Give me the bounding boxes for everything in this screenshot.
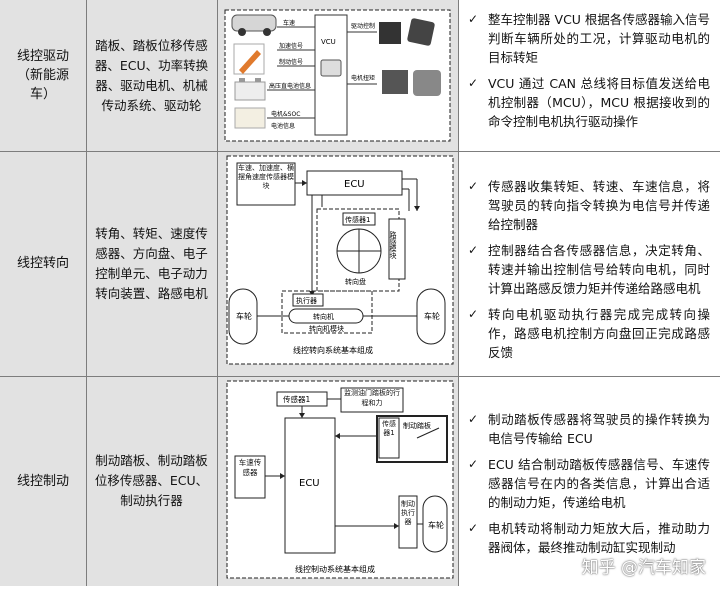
label-tire: 车轮 <box>428 520 444 530</box>
row-components: 制动踏板、制动踏板位移传感器、ECU、制动执行器 <box>86 376 217 586</box>
divider <box>0 376 720 377</box>
bullet-item: ✓ 转向电机驱动执行器完成完成转向操作，路感电机控制方向盘回正完成路感反馈 <box>468 305 710 362</box>
label-sensor1: 传感器1 <box>283 394 310 404</box>
label-pedal-sensor: 传感器1 <box>382 420 396 437</box>
drive-diagram: 车速 加速信号 制动信号 高压直电池信息 电机&SOC 电池信息 VCU 驱动控… <box>224 9 451 142</box>
bullet-item: ✓ 传感器收集转矩、转速、车速信息，将驾驶员的转向指令转换为电信号并传递给控制器 <box>468 177 710 234</box>
bullet-text: ECU 结合制动踏板传感器信号、车速传感器信号在内的各类信息，计算出合适的制动力… <box>488 457 710 510</box>
row-components-text: 制动踏板、制动踏板位移传感器、ECU、制动执行器 <box>94 453 209 508</box>
check-icon: ✓ <box>468 521 479 535</box>
label-ecu: ECU <box>299 478 320 489</box>
pedal-image <box>233 43 265 75</box>
label-steer-module: 转向机模块 <box>309 324 344 333</box>
check-icon: ✓ <box>468 179 479 193</box>
row-name-text: 线控制动 <box>16 473 69 489</box>
label-drive-ctrl: 驱动控制 <box>351 22 375 30</box>
row-name-text: 线控驱动（新能源车） <box>16 49 69 102</box>
vcu-unit-image <box>320 59 342 77</box>
label-sensor-box: 车速、加速度、横摆角速度传感器模块 <box>238 164 294 190</box>
label-monitor: 监测油门踏板的行程和力 <box>344 389 400 407</box>
label-speed-sensor: 车速传感器 <box>238 458 262 477</box>
label-caption: 线控转向系统基本组成 <box>293 345 373 355</box>
row-description: ✓传感器收集转矩、转速、车速信息，将驾驶员的转向指令转换为电信号并传递给控制器 … <box>458 151 720 376</box>
label-hv: 高压直电池信息 <box>269 82 311 90</box>
label-wheel: 转向盘 <box>345 277 366 286</box>
row-diagram: 车速 加速信号 制动信号 高压直电池信息 电机&SOC 电池信息 VCU 驱动控… <box>217 0 458 151</box>
row-components-text: 转角、转矩、速度传感器、方向盘、电子控制单元、电子动力转向装置、路感电机 <box>95 225 208 301</box>
label-accel: 加速信号 <box>279 42 303 50</box>
bullet-text: VCU 通过 CAN 总线将目标值发送给电机控制器（MCU），MCU 根据接收到… <box>488 76 710 129</box>
row-components: 转角、转矩、速度传感器、方向盘、电子控制单元、电子动力转向装置、路感电机 <box>86 151 217 376</box>
row-diagram: 车速、加速度、横摆角速度传感器模块 ECU 传感器1 转向盘 路感模块 <box>217 151 458 376</box>
row-name: 线控转向 <box>0 151 86 376</box>
bullet-item: ✓ 制动踏板传感器将驾驶员的操作转换为电信号传输给 ECU <box>468 410 710 448</box>
divider <box>0 151 720 152</box>
bullet-text: 制动踏板传感器将驾驶员的操作转换为电信号传输给 ECU <box>488 412 710 446</box>
label-battery: 电池信息 <box>271 122 295 130</box>
brake-diagram: 传感器1 监测油门踏板的行程和力 ECU 车速传感器 传感器1 制动踏板 制动执… <box>226 380 454 579</box>
bullet-text: 转向电机驱动执行器完成完成转向操作，路感电机控制方向盘回正完成路感反馈 <box>488 307 710 360</box>
label-tire-right: 车轮 <box>424 311 440 321</box>
bullet-item: ✓ ECU 结合制动踏板传感器信号、车速传感器信号在内的各类信息，计算出合适的制动… <box>468 455 710 512</box>
divider <box>217 0 218 586</box>
bullet-item: ✓ VCU 通过 CAN 总线将目标值发送给电机控制器（MCU），MCU 根据接收… <box>468 74 710 131</box>
label-speed: 车速 <box>283 19 295 27</box>
label-steer-motor: 转向机 <box>313 312 334 321</box>
bullet-text: 控制器结合各传感器信息，决定转角、转速并输出控制信号给转向电机，同时计算出路感反… <box>488 243 710 296</box>
label-ecu: ECU <box>344 179 365 190</box>
row-description: ✓ 整车控制器 VCU 根据各传感器输入信号判断车辆所处的工况，计算驱动电机的目标… <box>458 0 720 151</box>
label-actuator: 制动执行器 <box>401 500 415 526</box>
divider <box>458 0 459 586</box>
label-motor-brake: 电机扭矩 <box>351 74 375 82</box>
label-feel-module: 路感模块 <box>389 230 397 260</box>
bullet-text: 整车控制器 VCU 根据各传感器输入信号判断车辆所处的工况，计算驱动电机的目标转… <box>488 12 710 65</box>
check-icon: ✓ <box>468 12 479 26</box>
row-description: ✓ 制动踏板传感器将驾驶员的操作转换为电信号传输给 ECU ✓ ECU 结合制动踏板… <box>458 376 720 586</box>
cell-image <box>234 107 266 129</box>
check-icon: ✓ <box>468 412 479 426</box>
label-actuator: 执行器 <box>296 296 317 305</box>
bullet-item: ✓ 电机转动将制动力矩放大后，推动助力器阀体，最终推动制动缸实现制动 <box>468 519 710 557</box>
row-name: 线控驱动（新能源车） <box>0 0 86 151</box>
check-icon: ✓ <box>468 457 479 471</box>
label-motor-soc: 电机&SOC <box>271 110 300 118</box>
tire-icon <box>422 495 448 553</box>
car-image <box>231 14 277 36</box>
label-sensor1: 传感器1 <box>345 215 370 224</box>
bullet-item: ✓ 整车控制器 VCU 根据各传感器输入信号判断车辆所处的工况，计算驱动电机的目标… <box>468 10 710 67</box>
label-pedal: 制动踏板 <box>403 421 431 430</box>
watermark: 知乎 @汽车知家 <box>581 558 706 578</box>
bullet-text: 电机转动将制动力矩放大后，推动助力器阀体，最终推动制动缸实现制动 <box>488 521 710 555</box>
battery-image <box>234 78 266 101</box>
label-caption: 线控制动系统基本组成 <box>295 564 375 574</box>
check-icon: ✓ <box>468 307 479 321</box>
row-name-text: 线控转向 <box>16 256 69 271</box>
tire-right-icon <box>416 288 446 345</box>
row-diagram: 传感器1 监测油门踏板的行程和力 ECU 车速传感器 传感器1 制动踏板 制动执… <box>217 376 458 586</box>
check-icon: ✓ <box>468 243 479 257</box>
controller-image <box>379 18 435 46</box>
row-components-text: 踏板、踏板位移传感器、ECU、功率转换器、驱动电机、机械传动系统、驱动轮 <box>94 37 209 113</box>
divider <box>86 0 87 586</box>
label-tire-left: 车轮 <box>236 311 252 321</box>
bullet-text: 传感器收集转矩、转速、车速信息，将驾驶员的转向指令转换为电信号并传递给控制器 <box>488 179 710 232</box>
label-vcu: VCU <box>321 38 336 46</box>
steering-diagram: 车速、加速度、横摆角速度传感器模块 ECU 传感器1 转向盘 路感模块 <box>226 155 454 365</box>
motor-image <box>382 70 441 96</box>
row-name: 线控制动 <box>0 376 86 586</box>
bullet-item: ✓ 控制器结合各传感器信息，决定转角、转速并输出控制信号给转向电机，同时计算出路感… <box>468 241 710 298</box>
tire-left-icon <box>228 288 258 345</box>
row-components: 踏板、踏板位移传感器、ECU、功率转换器、驱动电机、机械传动系统、驱动轮 <box>86 0 217 151</box>
label-brake: 制动信号 <box>279 58 303 66</box>
check-icon: ✓ <box>468 76 479 90</box>
